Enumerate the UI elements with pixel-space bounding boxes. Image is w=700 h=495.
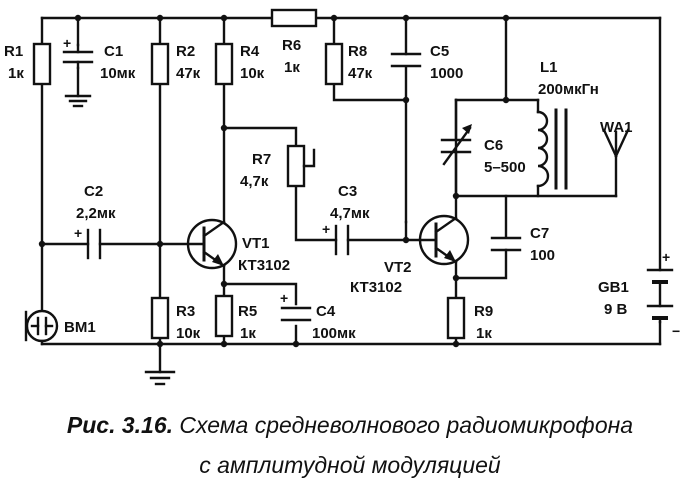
resistor-r9 bbox=[446, 296, 466, 340]
resistor-r3 bbox=[150, 296, 170, 340]
c4-ref: C4 bbox=[316, 303, 336, 320]
resistor-r8 bbox=[324, 42, 344, 86]
r6-ref: R6 bbox=[282, 37, 301, 54]
r2-value: 47к bbox=[176, 65, 201, 82]
c5-value: 1000 bbox=[430, 65, 463, 82]
figure-caption-line2: с амплитудной модуляцией bbox=[199, 452, 501, 478]
l1-value: 200мкГн bbox=[538, 81, 599, 98]
c4-value: 100мк bbox=[312, 325, 356, 342]
figure-title: Схема средневолнового радиомикрофона bbox=[179, 412, 634, 438]
c7-ref: C7 bbox=[530, 225, 549, 242]
c1-value: 10мк bbox=[100, 65, 136, 82]
c2-ref: C2 bbox=[84, 183, 103, 200]
gb1-ref: GB1 bbox=[598, 279, 629, 296]
r3-ref: R3 bbox=[176, 303, 195, 320]
component-labels: R1 1к C1 10мк R2 47к R4 10к R6 1к R8 47к… bbox=[4, 37, 633, 342]
capacitor-c7 bbox=[490, 236, 522, 252]
r5-value: 1к bbox=[240, 325, 256, 342]
r1-value: 1к bbox=[8, 65, 24, 82]
circuit-schematic: + + + + bbox=[4, 8, 680, 386]
r2-ref: R2 bbox=[176, 43, 195, 60]
c6-ref: C6 bbox=[484, 137, 503, 154]
svg-text:+: + bbox=[662, 249, 670, 265]
bm1-ref: BM1 bbox=[64, 319, 96, 336]
resistor-r4 bbox=[214, 42, 234, 86]
c1-ref: C1 bbox=[104, 43, 123, 60]
microphone-bm1 bbox=[24, 309, 59, 346]
capacitor-c5 bbox=[390, 52, 422, 68]
r1-ref: R1 bbox=[4, 43, 23, 60]
r9-ref: R9 bbox=[474, 303, 493, 320]
variable-capacitor-c6 bbox=[440, 98, 472, 198]
capacitor-c4: + bbox=[280, 290, 312, 322]
resistor-r5 bbox=[214, 294, 234, 338]
svg-text:−: − bbox=[672, 323, 680, 339]
vt2-ref: VT2 bbox=[384, 259, 412, 276]
resistor-r6 bbox=[270, 8, 318, 28]
vt2-value: КТ3102 bbox=[350, 279, 402, 296]
svg-text:+: + bbox=[280, 290, 288, 306]
resistor-r2 bbox=[150, 42, 170, 86]
r8-ref: R8 bbox=[348, 43, 367, 60]
vt1-ref: VT1 bbox=[242, 235, 270, 252]
figure-number: Рис. 3.16. bbox=[66, 412, 174, 438]
inductor-l1 bbox=[536, 108, 568, 190]
r9-value: 1к bbox=[476, 325, 492, 342]
l1-ref: L1 bbox=[540, 59, 558, 76]
c5-ref: C5 bbox=[430, 43, 449, 60]
capacitor-c3: + bbox=[322, 221, 350, 256]
ground-symbol-c1 bbox=[64, 94, 92, 108]
capacitor-c1: + bbox=[62, 35, 94, 70]
r6-value: 1к bbox=[284, 59, 300, 76]
gb1-value: 9 В bbox=[604, 301, 628, 318]
vt1-value: КТ3102 bbox=[238, 257, 290, 274]
c7-value: 100 bbox=[530, 247, 555, 264]
r8-value: 47к bbox=[348, 65, 373, 82]
c3-ref: C3 bbox=[338, 183, 357, 200]
c2-value: 2,2мк bbox=[76, 205, 116, 222]
transistor-vt2 bbox=[418, 214, 470, 266]
potentiometer-r7 bbox=[286, 144, 316, 188]
r7-value: 4,7к bbox=[240, 173, 269, 190]
capacitor-c2: + bbox=[74, 225, 102, 260]
battery-gb1: + − bbox=[646, 249, 680, 339]
antenna-wa1 bbox=[602, 128, 630, 158]
svg-text:+: + bbox=[74, 225, 82, 241]
svg-text:+: + bbox=[63, 35, 71, 51]
c3-value: 4,7мк bbox=[330, 205, 370, 222]
r5-ref: R5 bbox=[238, 303, 257, 320]
ground-symbol-main bbox=[144, 370, 176, 386]
wa1-ref: WA1 bbox=[600, 119, 633, 136]
figure-caption-line1: Рис. 3.16. Схема средневолнового радиоми… bbox=[0, 412, 700, 439]
svg-text:+: + bbox=[322, 221, 330, 237]
r4-value: 10к bbox=[240, 65, 265, 82]
resistor-r1 bbox=[32, 42, 52, 86]
r3-value: 10к bbox=[176, 325, 201, 342]
c6-value: 5–500 bbox=[484, 159, 526, 176]
r4-ref: R4 bbox=[240, 43, 260, 60]
r7-ref: R7 bbox=[252, 151, 271, 168]
transistor-vt1 bbox=[186, 218, 238, 270]
